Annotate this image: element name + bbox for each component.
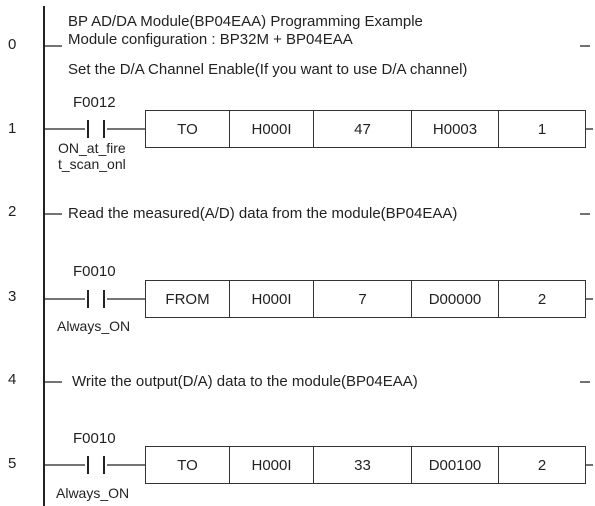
rung-number: 3 <box>8 288 17 305</box>
contact-address[interactable]: F0012 <box>73 94 116 111</box>
left-power-rail <box>43 6 45 506</box>
instruction-cell[interactable]: 2 <box>498 280 586 318</box>
rung-number: 1 <box>8 120 17 137</box>
contact-label: t_scan_onl <box>58 156 126 172</box>
contact-address[interactable]: F0010 <box>73 263 116 280</box>
rung-number: 5 <box>8 455 17 472</box>
instruction-cell[interactable]: 2 <box>498 446 586 484</box>
instruction-cell[interactable]: TO <box>145 446 230 484</box>
rung-number: 0 <box>8 36 17 53</box>
instruction-cell[interactable]: H0003 <box>411 110 499 148</box>
contact-label: ON_at_fire <box>58 140 126 156</box>
instruction-cell[interactable]: 47 <box>313 110 412 148</box>
instruction-cell[interactable]: 33 <box>313 446 412 484</box>
instruction-cell[interactable]: FROM <box>145 280 230 318</box>
comment-line: Set the D/A Channel Enable(If you want t… <box>68 61 468 78</box>
rung-number: 2 <box>8 203 17 220</box>
comment-line: Module configuration : BP32M + BP04EAA <box>68 31 353 48</box>
contact-address[interactable]: F0010 <box>73 430 116 447</box>
comment-line: Read the measured(A/D) data from the mod… <box>68 205 458 222</box>
contact-label: Always_ON <box>57 318 131 334</box>
comment-line: BP AD/DA Module(BP04EAA) Programming Exa… <box>68 13 423 30</box>
instruction-cell[interactable]: 1 <box>498 110 586 148</box>
instruction-cell[interactable]: H000I <box>229 280 314 318</box>
instruction-cell[interactable]: H000I <box>229 110 314 148</box>
rung-number: 4 <box>8 371 17 388</box>
comment-line: Write the output(D/A) data to the module… <box>72 373 418 390</box>
instruction-cell[interactable]: H000I <box>229 446 314 484</box>
instruction-cell[interactable]: TO <box>145 110 230 148</box>
instruction-cell[interactable]: 7 <box>313 280 412 318</box>
instruction-cell[interactable]: D00000 <box>411 280 499 318</box>
contact-label: Always_ON <box>56 485 130 501</box>
instruction-cell[interactable]: D00100 <box>411 446 499 484</box>
